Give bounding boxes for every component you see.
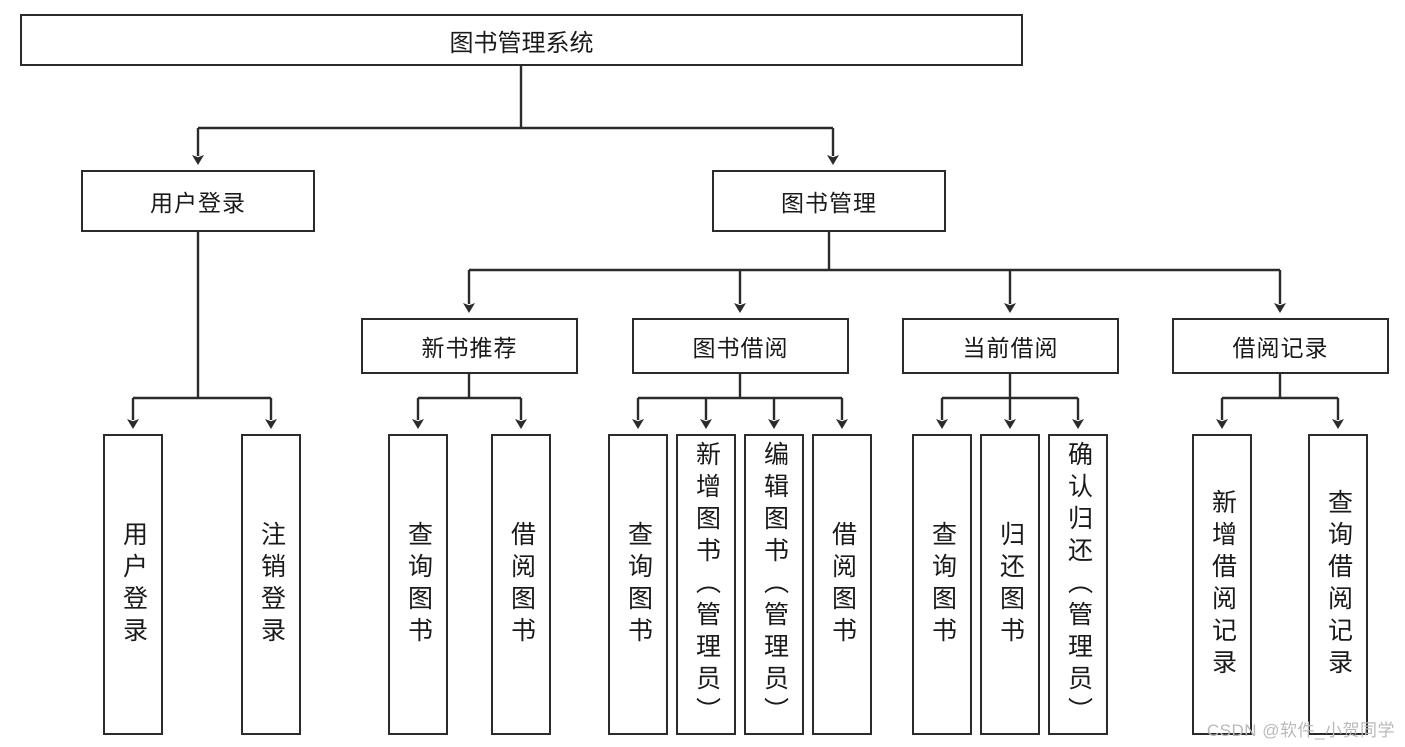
node-label: 查询图书 [928, 520, 957, 649]
node-label: 借阅图书 [828, 520, 857, 649]
node-current-borrow[interactable]: 当前借阅 [902, 318, 1119, 374]
node-book-borrow[interactable]: 图书借阅 [632, 318, 849, 374]
leaf-book-borrow-borrow-book[interactable]: 借阅图书 [812, 434, 872, 735]
node-label: 借阅记录 [1232, 335, 1329, 361]
node-label: 查询图书 [624, 520, 653, 649]
node-label: 新增借阅记录 [1208, 488, 1237, 681]
leaf-user-login-login[interactable]: 用户登录 [103, 434, 163, 735]
node-label: 归还图书 [996, 520, 1025, 649]
node-book-management[interactable]: 图书管理 [712, 170, 946, 232]
node-label: 注销登录 [257, 520, 286, 649]
node-label: 新增图书（管理员） [692, 440, 721, 729]
leaf-current-borrow-return-book[interactable]: 归还图书 [980, 434, 1040, 735]
leaf-borrow-record-query-record[interactable]: 查询借阅记录 [1308, 434, 1368, 735]
leaf-new-book-query-book[interactable]: 查询图书 [388, 434, 448, 735]
node-label: 当前借阅 [962, 335, 1059, 361]
node-label: 图书管理系统 [449, 29, 594, 57]
node-label: 新书推荐 [421, 335, 518, 361]
node-label: 借阅图书 [507, 520, 536, 649]
node-label: 查询图书 [404, 520, 433, 649]
node-borrow-record[interactable]: 借阅记录 [1172, 318, 1389, 374]
node-label: 图书管理 [781, 190, 877, 216]
node-user-login[interactable]: 用户登录 [81, 170, 315, 232]
watermark-csdn: CSDN @软件_小贺同学 [1206, 721, 1395, 740]
node-root-book-management-system[interactable]: 图书管理系统 [20, 14, 1023, 66]
leaf-borrow-record-add-record[interactable]: 新增借阅记录 [1192, 434, 1252, 735]
leaf-book-borrow-edit-book-admin[interactable]: 编辑图书（管理员） [744, 434, 804, 735]
leaf-user-login-logout[interactable]: 注销登录 [241, 434, 301, 735]
leaf-new-book-borrow-book[interactable]: 借阅图书 [491, 434, 551, 735]
leaf-book-borrow-query-book[interactable]: 查询图书 [608, 434, 668, 735]
node-label: 用户登录 [150, 190, 246, 216]
node-label: 图书借阅 [692, 335, 789, 361]
leaf-current-borrow-confirm-return-admin[interactable]: 确认归还（管理员） [1048, 434, 1108, 735]
leaf-current-borrow-query-book[interactable]: 查询图书 [912, 434, 972, 735]
node-label: 确认归还（管理员） [1064, 440, 1093, 729]
leaf-book-borrow-add-book-admin[interactable]: 新增图书（管理员） [676, 434, 736, 735]
node-label: 用户登录 [119, 520, 148, 649]
node-label: 查询借阅记录 [1324, 488, 1353, 681]
node-new-book-recommend[interactable]: 新书推荐 [361, 318, 578, 374]
node-label: 编辑图书（管理员） [760, 440, 789, 729]
